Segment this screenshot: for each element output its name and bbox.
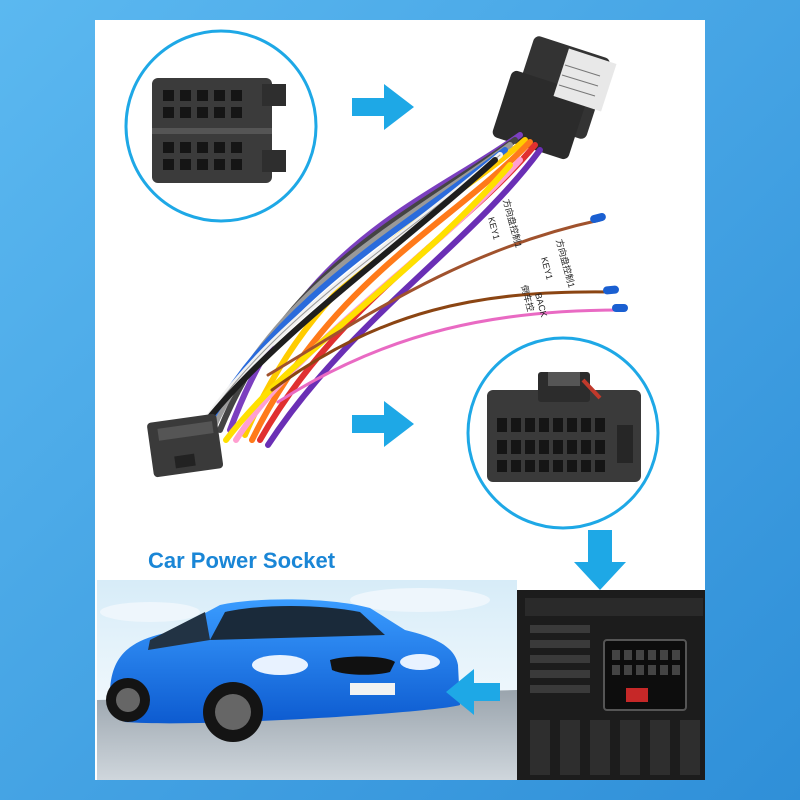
radio-connector-closeup xyxy=(466,336,660,530)
arrow-right-icon xyxy=(352,84,414,130)
arrow-right-icon xyxy=(352,401,414,447)
caption-car-power-socket: Car Power Socket xyxy=(148,548,336,573)
wire-caps xyxy=(590,212,628,312)
harness-plug-bottom xyxy=(147,413,224,478)
arrow-left-icon xyxy=(446,669,500,715)
arrow-down-icon xyxy=(574,530,626,590)
car-photo xyxy=(97,580,517,780)
iso-connector-closeup xyxy=(124,29,318,223)
radio-back-panel xyxy=(517,590,705,780)
control-wires xyxy=(266,218,622,404)
